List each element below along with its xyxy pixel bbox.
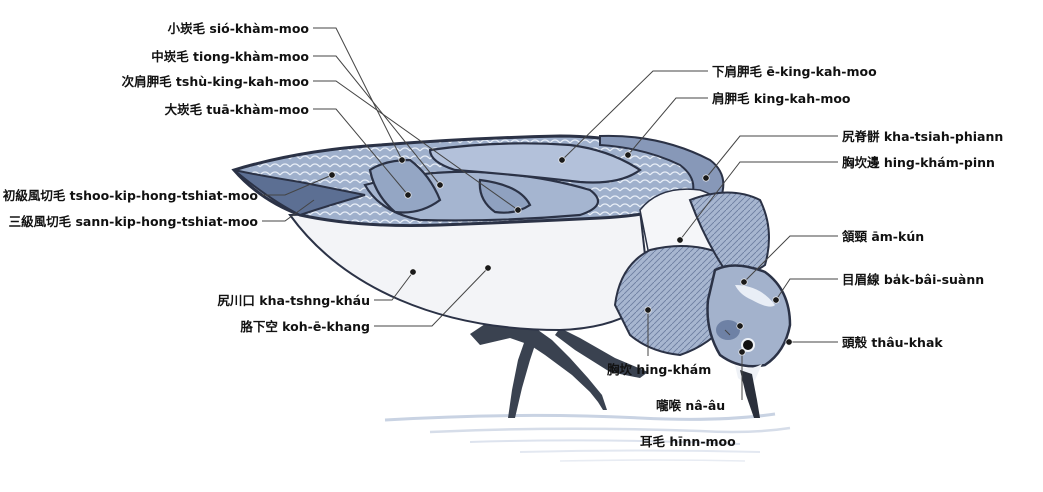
label-na-au: 嚨喉 nâ-âu bbox=[656, 398, 726, 413]
label-thau-khak: 頭殼 thâu-khak bbox=[842, 335, 943, 350]
water-ripples bbox=[384, 412, 791, 462]
label-hinn-moo: 耳毛 hīnn-moo bbox=[640, 434, 736, 449]
neck bbox=[688, 191, 770, 275]
label-kha-tshng-khau: 尻川口 kha-tshng-kháu bbox=[217, 293, 370, 308]
label-koh-e-khang: 胳下空 koh-ē-khang bbox=[240, 319, 370, 334]
label-hing-kham: 胸坎 hing-khám bbox=[607, 362, 712, 377]
anchor-dots bbox=[328, 151, 793, 356]
label-tshu-king-kah-moo: 次肩胛毛 tshù-king-kah-moo bbox=[121, 74, 309, 89]
label-tua-kham-moo: 大崁毛 tuā-khàm-moo bbox=[164, 102, 309, 117]
bill bbox=[740, 370, 760, 418]
legs bbox=[470, 322, 648, 418]
label-kha-tsiah-phiann: 尻脊骿 kha-tsiah-phiann bbox=[842, 129, 1004, 144]
label-bak-bai-suann: 目眉線 ba̍k-bâi-suànn bbox=[842, 272, 985, 287]
label-e-king-kah-moo: 下肩胛毛 ē-king-kah-moo bbox=[712, 64, 877, 79]
wing-feather-groups bbox=[363, 142, 642, 222]
supercilium bbox=[735, 285, 775, 307]
label-sio-kham-moo: 小崁毛 sió-khàm-moo bbox=[167, 21, 309, 36]
belly bbox=[288, 206, 652, 332]
label-sann-kip-hong-tshiat-moo: 三級風切毛 sann-kip-hong-tshiat-moo bbox=[8, 214, 258, 229]
label-hing-kham-pinn: 胸坎邊 hing-khám-pinn bbox=[842, 155, 995, 170]
leader-lines bbox=[262, 27, 838, 400]
label-am-kun: 頷頸 ām-kún bbox=[842, 229, 925, 244]
label-king-kah-moo: 肩胛毛 king-kah-moo bbox=[712, 91, 851, 106]
cheek-patch bbox=[716, 320, 740, 340]
label-tshoo-kip-hong-tshiat-moo: 初級風切毛 tshoo-kip-hong-tshiat-moo bbox=[2, 188, 258, 203]
eye bbox=[741, 338, 755, 352]
head bbox=[706, 264, 792, 368]
label-tiong-kham-moo: 中崁毛 tiong-khàm-moo bbox=[151, 49, 309, 64]
wing-primaries bbox=[233, 169, 366, 217]
